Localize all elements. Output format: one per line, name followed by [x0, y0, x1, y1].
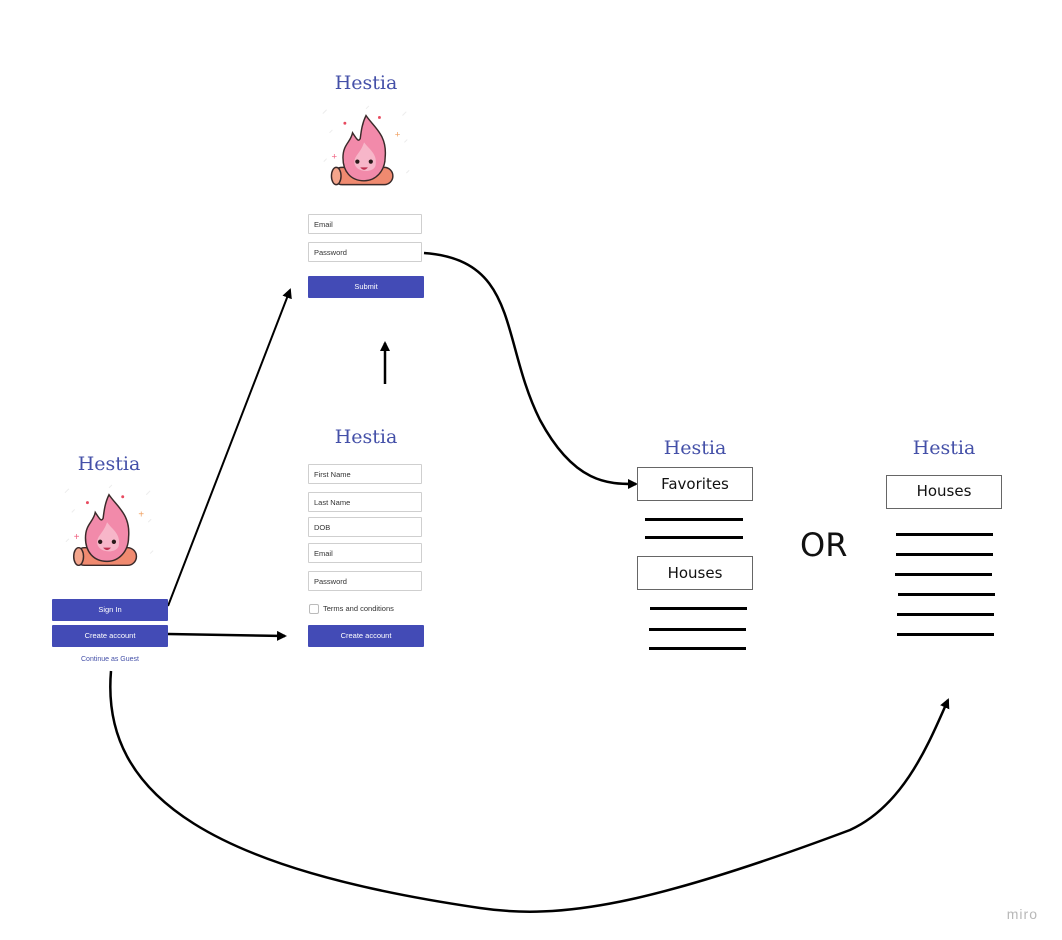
list-item — [645, 518, 743, 521]
signup-email-field[interactable]: Email — [308, 543, 422, 563]
miro-watermark: miro — [1006, 906, 1038, 922]
home-guest-title: Hestia — [912, 437, 976, 459]
signup-create-account-button[interactable]: Create account — [308, 625, 424, 647]
list-item — [649, 647, 746, 650]
terms-row[interactable]: Terms and conditions — [309, 604, 394, 615]
last-name-field[interactable]: Last Name — [308, 492, 422, 512]
svg-text:+: + — [395, 130, 401, 141]
houses-section-header[interactable]: Houses — [637, 556, 753, 590]
terms-label: Terms and conditions — [323, 604, 394, 613]
list-item — [897, 613, 994, 616]
list-item — [649, 628, 746, 631]
create-account-button[interactable]: Create account — [52, 625, 168, 647]
login-email-field[interactable]: Email — [308, 214, 422, 234]
list-item — [896, 553, 993, 556]
arrow-create-to-signup — [167, 630, 287, 641]
list-item — [645, 536, 743, 539]
svg-text:+: + — [331, 152, 337, 163]
svg-text:+: + — [74, 532, 80, 543]
login-password-field[interactable]: Password — [308, 242, 422, 262]
arrow-guest-to-houses — [109, 670, 950, 913]
list-item — [898, 593, 995, 596]
list-item — [895, 573, 992, 576]
favorites-section-header[interactable]: Favorites — [637, 467, 753, 501]
arrow-login-to-home — [423, 251, 638, 490]
sign-in-button[interactable]: Sign In — [52, 599, 168, 621]
continue-as-guest-link[interactable]: Continue as Guest — [81, 656, 139, 663]
signup-title: Hestia — [334, 426, 398, 448]
first-name-field[interactable]: First Name — [308, 464, 422, 484]
signup-password-field[interactable]: Password — [308, 571, 422, 591]
or-label: OR — [800, 526, 848, 564]
dob-field[interactable]: DOB — [308, 517, 422, 537]
list-item — [896, 533, 993, 536]
svg-text:+: + — [138, 509, 144, 520]
list-item — [897, 633, 994, 636]
arrow-signin-to-login — [167, 288, 292, 607]
landing-title: Hestia — [77, 453, 141, 475]
flame-mascot-icon: + + — [322, 105, 410, 186]
home-user-title: Hestia — [663, 437, 727, 459]
submit-button[interactable]: Submit — [308, 276, 424, 298]
terms-checkbox[interactable] — [309, 604, 319, 615]
login-title: Hestia — [334, 72, 398, 94]
list-item — [650, 607, 747, 610]
flame-mascot-icon: + + — [64, 484, 154, 567]
guest-houses-section-header[interactable]: Houses — [886, 475, 1002, 509]
